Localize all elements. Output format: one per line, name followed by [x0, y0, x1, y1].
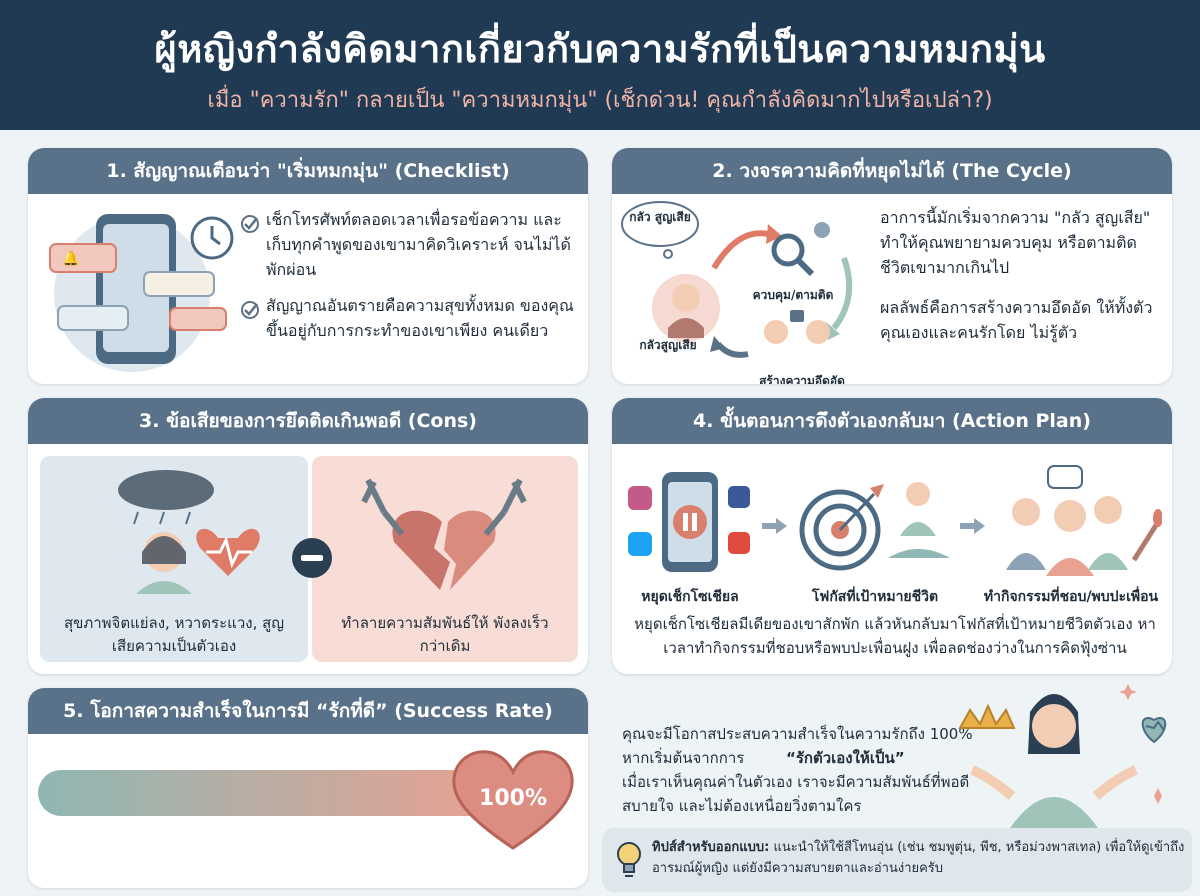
action-plan-card: 4. ขั้นตอนการดึงตัวเองกลับมา (Action Pla… — [612, 398, 1172, 674]
success-progress-bar — [38, 770, 508, 816]
success-progress-fill — [38, 770, 508, 816]
success-text-c: เมื่อเราเห็นคุณค่าในตัวเอง เราจะมีความสั… — [622, 773, 970, 815]
minus-icon — [292, 538, 332, 578]
design-tip-body: แนะนำให้ใช้สีโทนอุ่น (เช่น ชมพูตุ่น, พีช… — [652, 840, 1185, 876]
cons-card: 3. ข้อเสียของการยึดติดเกินพอดี (Cons) สุ… — [28, 398, 588, 674]
heart-icon — [452, 750, 574, 850]
checklist-item: สัญญาณอันตรายคือความสุขทั้งหมด ของคุณขึ้… — [266, 296, 574, 340]
cycle-heading: 2. วงจรความคิดที่หยุดไม่ได้ (The Cycle) — [612, 148, 1172, 194]
cycle-card: 2. วงจรความคิดที่หยุดไม่ได้ (The Cycle) … — [612, 148, 1172, 384]
check-icon — [241, 301, 259, 319]
page-subtitle: เมื่อ "ความรัก" กลายเป็น "ความหมกมุ่น" (… — [207, 88, 993, 113]
self-love-woman-illustration — [958, 684, 1167, 828]
cycle-label-suffocate: สร้างความอึดอัด — [759, 374, 845, 384]
cons-heading: 3. ข้อเสียของการยึดติดเกินพอดี (Cons) — [28, 398, 588, 444]
page-header: ผู้หญิงกำลังคิดมากเกี่ยวกับความรักที่เป็… — [0, 0, 1200, 130]
checklist-heading: 1. สัญญาณเตือนว่า "เริ่มหมกมุ่น" (Checkl… — [28, 148, 588, 194]
lightbulb-icon — [617, 842, 641, 877]
sad-woman-illustration — [118, 470, 260, 594]
action-plan-description: หยุดเช็กโซเชียลมีเดียของเขาสักพัก แล้วหั… — [634, 615, 1156, 657]
cycle-label-control: ควบคุม/ตามติด — [752, 288, 834, 302]
action-plan-heading: 4. ขั้นตอนการดึงตัวเองกลับมา (Action Pla… — [612, 398, 1172, 444]
arrow-right-icon — [762, 518, 787, 534]
phone-notifications-illustration: 🔔 — [49, 214, 234, 372]
step-stop-social: หยุดเช็กโซเชียล — [641, 589, 739, 605]
social-media-pause-icon — [628, 472, 750, 572]
cons-left-caption: สุขภาพจิตแย่ลง, หวาดระแวง, สูญเสียความเป… — [63, 614, 285, 655]
arrow-right-icon — [960, 518, 985, 534]
bubble-fear-label: กลัว สูญเสีย — [629, 210, 691, 224]
design-tip-label: ทิปส์สำหรับออกแบบ: — [652, 840, 770, 855]
thought-cycle-illustration — [621, 201, 853, 358]
step-activities-friends: ทำกิจกรรมที่ชอบ/พบปะเพื่อน — [983, 589, 1159, 605]
success-text-a: คุณจะมีโอกาสประสบความสำเร็จในความรักถึง … — [622, 725, 973, 767]
friends-activity-icon — [1006, 465, 1162, 576]
cycle-text-1: อาการนี้มักเริ่มจากความ "กลัว สูญเสีย" ท… — [880, 208, 1151, 277]
broken-heart-chain-illustration — [361, 478, 527, 590]
target-focus-icon — [799, 482, 950, 571]
success-text-b: “รักตัวเองให้เป็น” — [786, 749, 905, 767]
cons-right-caption: ทำลายความสัมพันธ์ให้ พังลงเร็วกว่าเดิม — [341, 614, 549, 655]
cycle-label-fear: กลัวสูญเสีย — [639, 338, 697, 352]
check-icon — [241, 215, 259, 233]
checklist-item: เช็กโทรศัพท์ตลอดเวลาเพื่อรอข้อความ และเก… — [266, 210, 571, 279]
design-tip-text: ทิปส์สำหรับออกแบบ: แนะนำให้ใช้สีโทนอุ่น … — [652, 838, 1187, 880]
progress-label: 100% — [479, 786, 547, 811]
step-focus-goals: โฟกัสที่เป้าหมายชีวิต — [811, 589, 939, 605]
svg-text:🔔: 🔔 — [62, 250, 79, 267]
design-tip-box: ทิปส์สำหรับออกแบบ: แนะนำให้ใช้สีโทนอุ่น … — [602, 828, 1192, 892]
cycle-text-2: ผลลัพธ์คือการสร้างความอึดอัด ให้ทั้งตัวค… — [880, 298, 1153, 342]
checklist-card: 1. สัญญาณเตือนว่า "เริ่มหมกมุ่น" (Checkl… — [28, 148, 588, 384]
success-rate-heading: 5. โอกาสความสำเร็จในการมี “รักที่ดี” (Su… — [28, 688, 588, 734]
page-title: ผู้หญิงกำลังคิดมากเกี่ยวกับความรักที่เป็… — [154, 27, 1046, 71]
